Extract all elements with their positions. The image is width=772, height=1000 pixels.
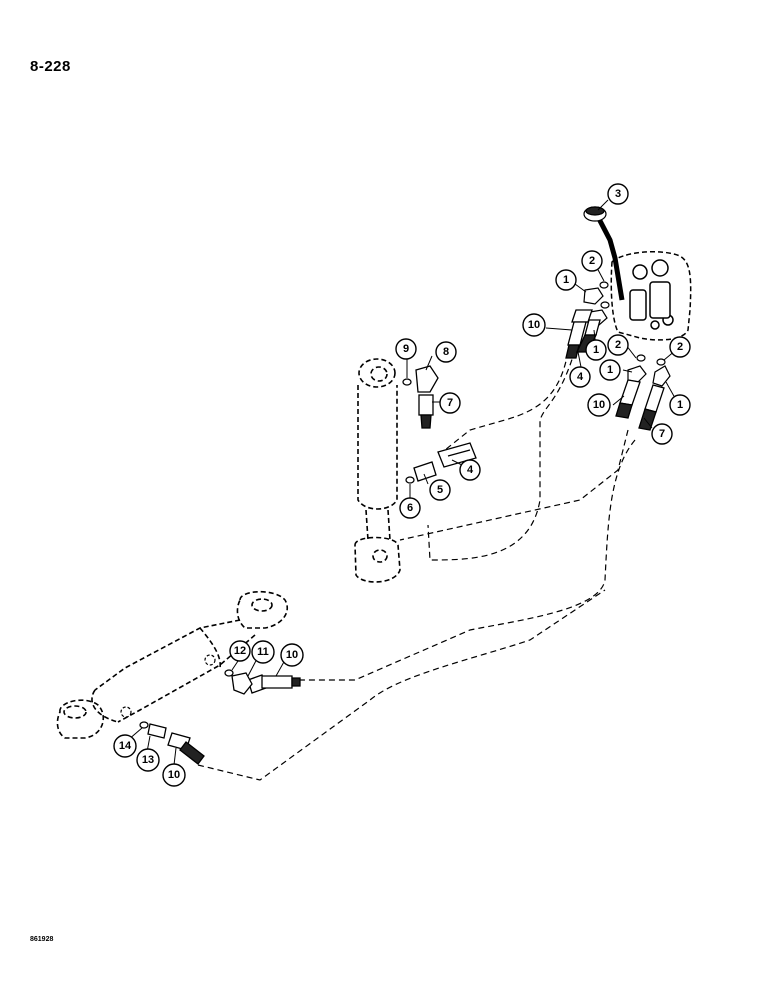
valve-fittings (583, 281, 671, 387)
callout-10d: 10 (162, 763, 186, 787)
svg-text:5: 5 (437, 484, 443, 496)
hose-route-e (197, 589, 606, 781)
callout-1a: 1 (555, 269, 577, 291)
control-valve (594, 213, 692, 341)
svg-text:9: 9 (403, 343, 409, 355)
page-number: 8-228 (30, 58, 71, 75)
svg-text:10: 10 (593, 399, 605, 411)
callout-1c: 1 (599, 359, 621, 381)
lower-cylinder (56, 590, 289, 739)
callout-10a: 10 (522, 313, 546, 337)
leader-lines (127, 199, 677, 766)
hose-route-c (399, 429, 629, 541)
callout-2a: 2 (581, 250, 603, 272)
svg-text:1: 1 (607, 364, 613, 376)
svg-text:13: 13 (142, 754, 154, 766)
callout-1b: 1 (585, 339, 607, 361)
callout-10c: 10 (280, 643, 304, 667)
hose-ends (139, 309, 665, 765)
lower-cylinder-ports (120, 654, 216, 718)
callout-1d: 1 (669, 394, 691, 416)
callout-13: 13 (136, 748, 160, 772)
callout-7a: 7 (651, 423, 673, 445)
svg-text:1: 1 (563, 274, 569, 286)
svg-text:12: 12 (234, 645, 246, 657)
svg-text:10: 10 (528, 319, 540, 331)
svg-text:2: 2 (615, 339, 621, 351)
valve-cap (583, 206, 607, 222)
callout-2c: 2 (669, 336, 691, 358)
hose-route-a (444, 351, 569, 451)
svg-text:10: 10 (286, 649, 298, 661)
svg-text:14: 14 (119, 740, 132, 752)
svg-text:2: 2 (677, 341, 683, 353)
callout-11: 11 (251, 640, 275, 664)
callout-10b: 10 (587, 393, 611, 417)
callout-7b: 7 (439, 392, 461, 414)
figure-code: 861928 (30, 936, 54, 943)
callout-9: 9 (395, 338, 417, 360)
callout-3: 3 (607, 183, 629, 205)
callout-8: 8 (435, 341, 457, 363)
hose-routes (197, 349, 636, 781)
hose-route-b (427, 349, 576, 561)
svg-text:8: 8 (443, 346, 449, 358)
hose-route-d (300, 439, 636, 681)
svg-text:4: 4 (577, 371, 584, 383)
callout-2b: 2 (607, 334, 629, 356)
svg-text:1: 1 (677, 399, 683, 411)
svg-text:3: 3 (615, 188, 621, 200)
callout-5: 5 (429, 479, 451, 501)
callout-14: 14 (113, 734, 137, 758)
svg-text:6: 6 (407, 502, 413, 514)
svg-text:11: 11 (257, 646, 269, 658)
svg-text:1: 1 (593, 344, 599, 356)
svg-text:7: 7 (447, 397, 453, 409)
svg-text:7: 7 (659, 428, 665, 440)
upper-cylinder (354, 358, 401, 583)
callouts: 1 2 3 10 1 2 2 4 1 10 1 7 9 8 7 4 5 6 12… (113, 183, 691, 787)
svg-text:2: 2 (589, 255, 595, 267)
svg-text:4: 4 (467, 464, 474, 476)
callout-6: 6 (399, 497, 421, 519)
callout-4a: 4 (569, 366, 591, 388)
callout-12: 12 (229, 640, 251, 662)
callout-4b: 4 (459, 459, 481, 481)
svg-text:10: 10 (168, 769, 180, 781)
